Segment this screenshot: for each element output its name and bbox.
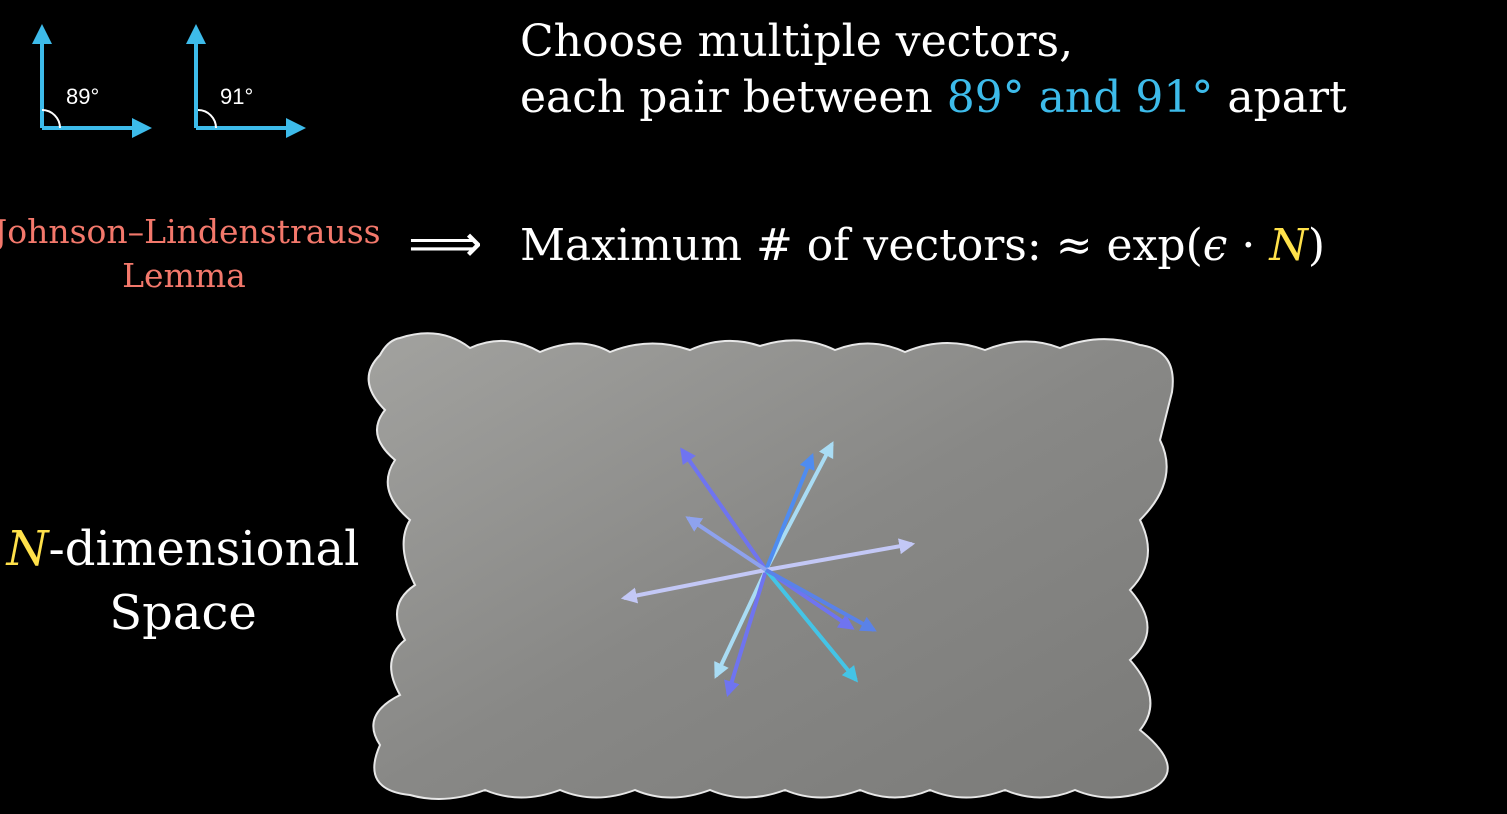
formula-suffix: )	[1307, 220, 1326, 271]
vector-4	[765, 538, 916, 572]
formula-prefix: Maximum # of vectors: ≈ exp(	[520, 220, 1203, 271]
angle-89-label: 89°	[66, 84, 100, 109]
angle-range-highlight: 89° and 91°	[946, 72, 1214, 123]
implies-arrow-icon: ⟹	[408, 214, 483, 274]
vector-2-tail	[714, 569, 768, 679]
lemma-line-1: Johnson–Lindenstrauss	[0, 212, 381, 251]
lemma-label: Johnson–Lindenstrauss Lemma	[0, 210, 381, 298]
vector-bundle	[620, 441, 916, 698]
angle-91-label: 91°	[220, 84, 254, 109]
lemma-line-2: Lemma	[122, 256, 246, 295]
vector-3-tail	[724, 569, 768, 698]
heading-line-2: each pair between 89° and 91° apart	[520, 70, 1347, 126]
n-dimensional-space-cloud	[367, 332, 1174, 800]
space-label: N-dimensional Space	[0, 517, 366, 645]
right-angle-91-icon	[186, 24, 306, 138]
heading-line-1: Choose multiple vectors,	[520, 16, 1074, 67]
dot-operator: ·	[1227, 220, 1270, 271]
space-label-rest: -dimensional	[48, 521, 360, 577]
vector-2	[764, 441, 834, 571]
epsilon-symbol: ϵ	[1202, 220, 1228, 271]
vector-6	[764, 568, 859, 683]
vector-5	[685, 516, 768, 572]
vector-4-tail	[620, 568, 767, 604]
space-label-n: N	[6, 521, 49, 577]
vector-3	[764, 453, 815, 571]
max-vectors-formula: Maximum # of vectors: ≈ exp(ϵ · N)	[520, 224, 1325, 268]
heading-line-2-suffix: apart	[1213, 72, 1347, 123]
heading-line-2-prefix: each pair between	[520, 72, 947, 123]
heading: Choose multiple vectors, each pair betwe…	[520, 14, 1347, 126]
vector-7	[765, 568, 877, 632]
right-angle-89-icon	[32, 24, 152, 138]
space-label-line-1: N-dimensional	[0, 517, 366, 581]
vector-1	[680, 447, 768, 572]
dimension-n: N	[1269, 220, 1308, 271]
space-label-line-2: Space	[109, 585, 257, 641]
